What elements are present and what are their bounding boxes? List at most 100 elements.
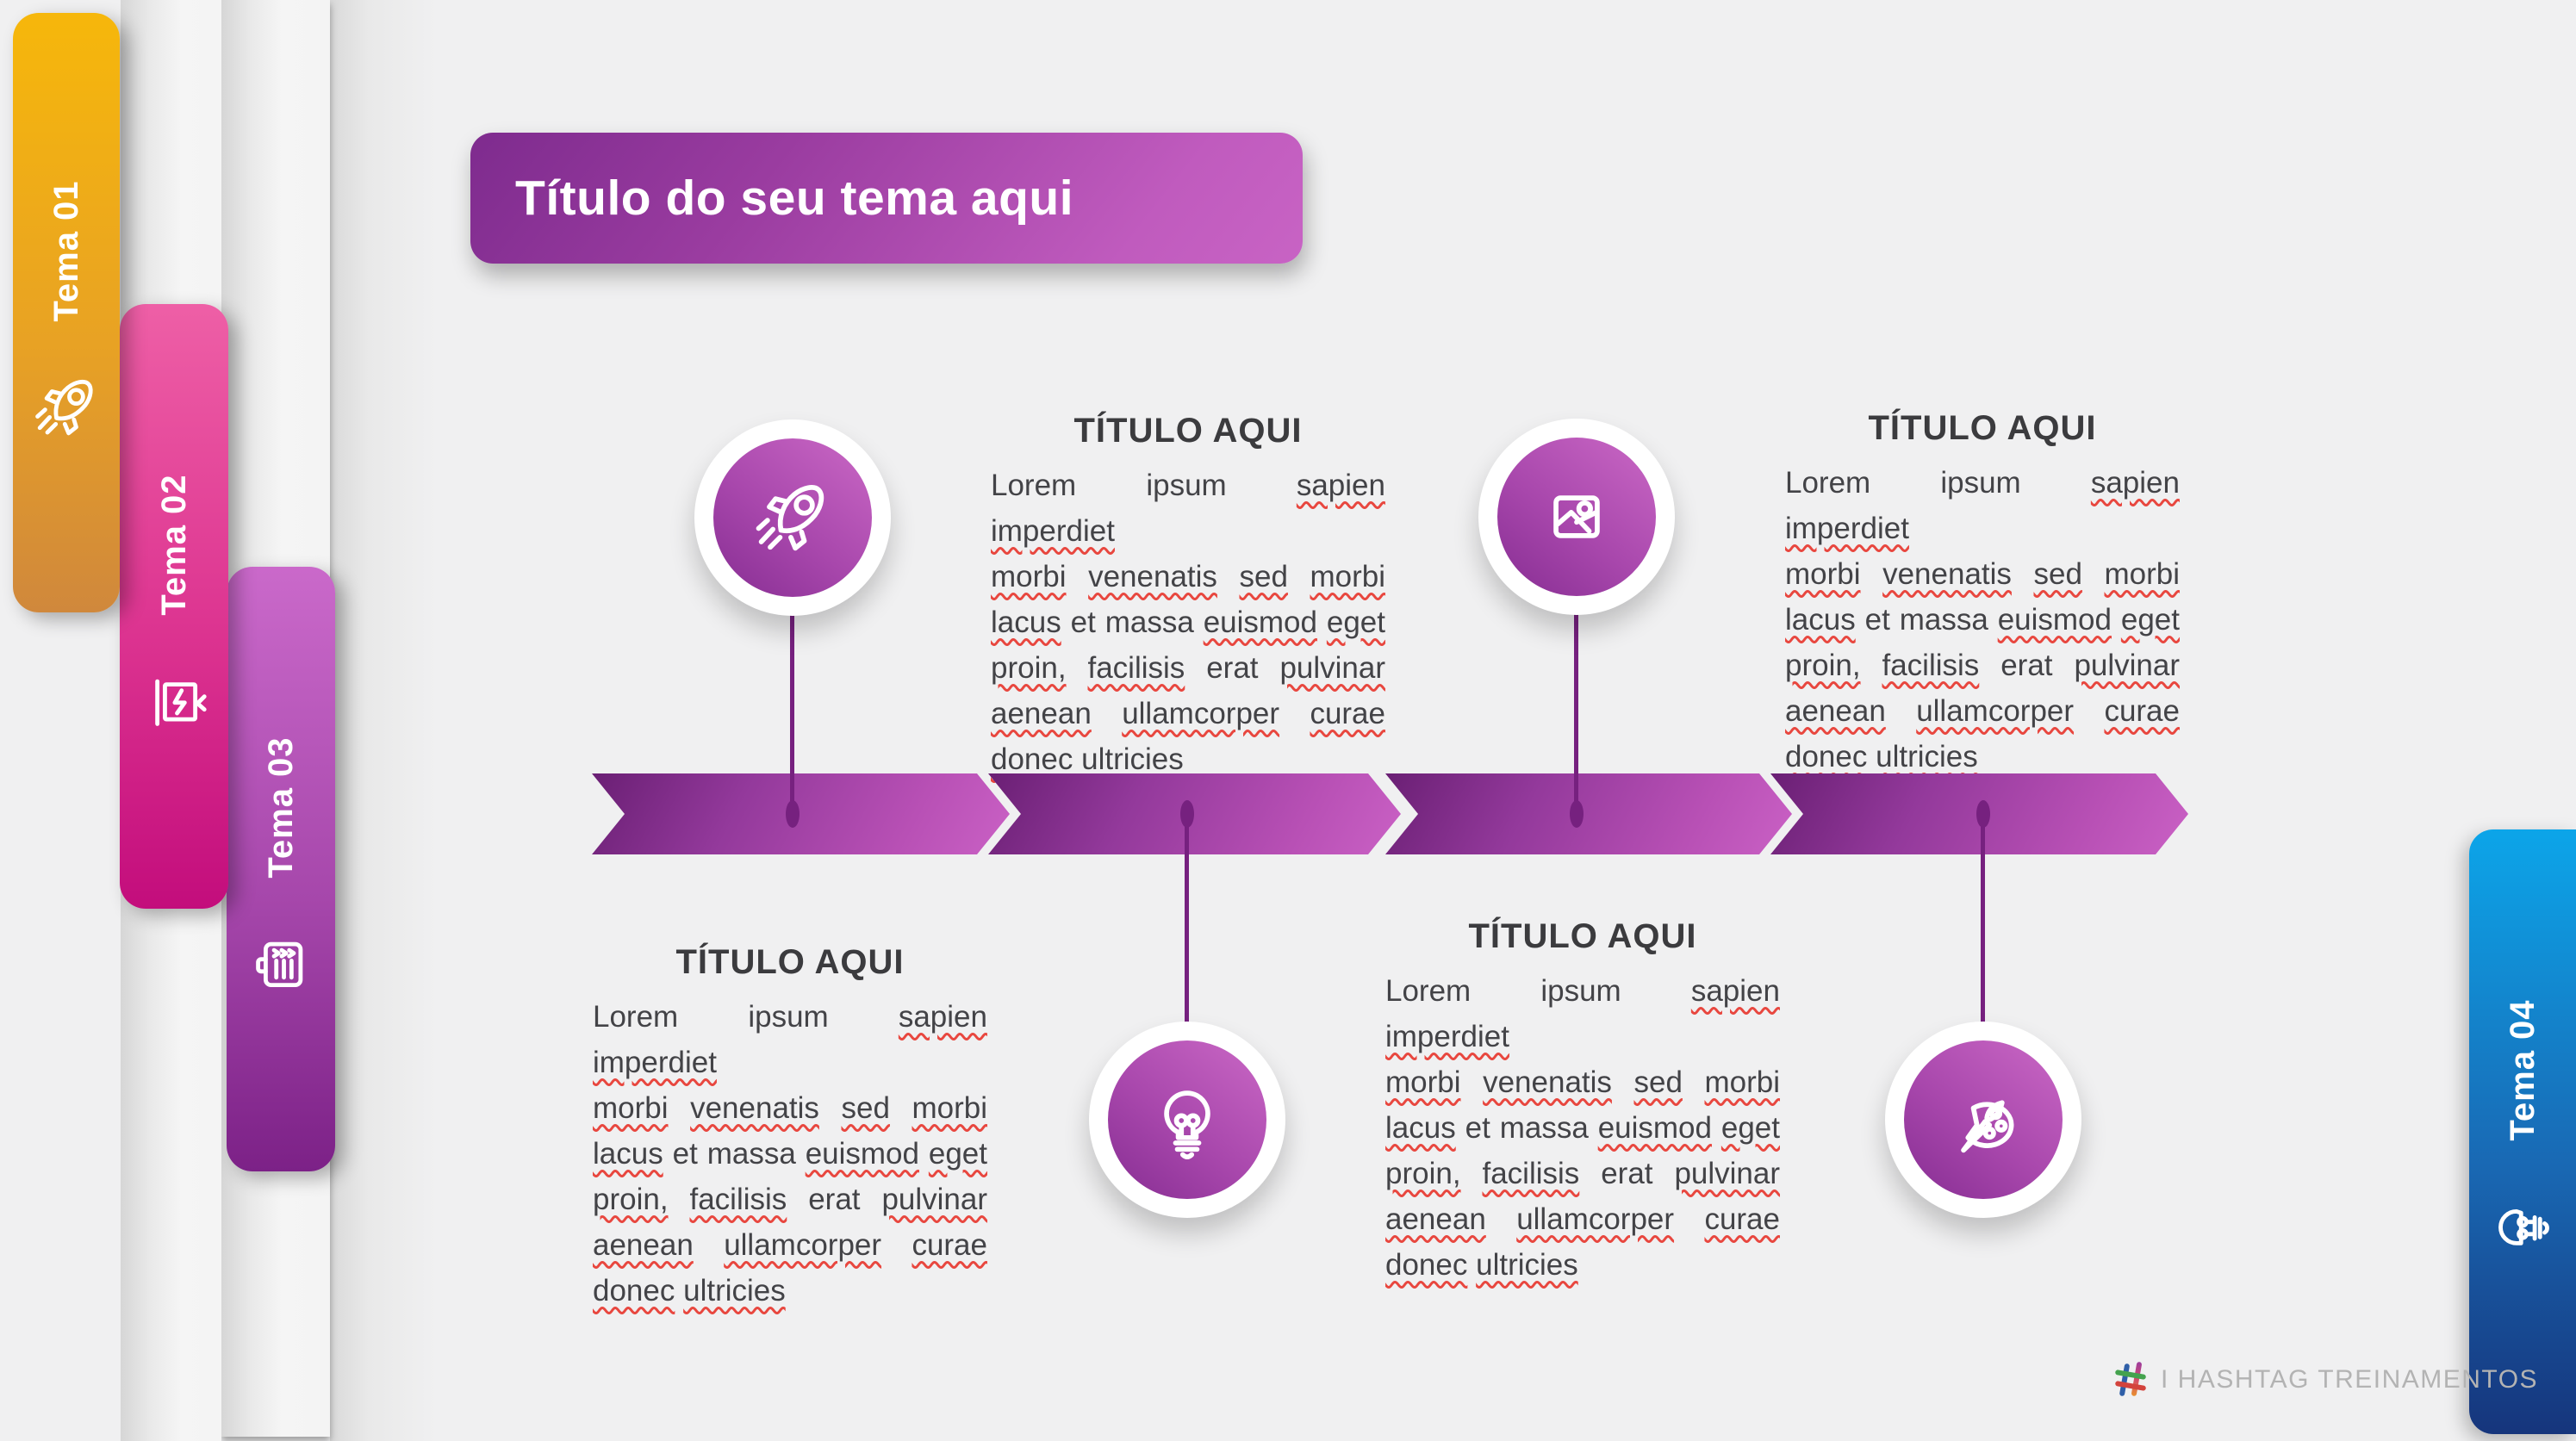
body-word: pulvinar — [1279, 651, 1386, 685]
body-word: curae — [1704, 1202, 1780, 1236]
body-line: lacus et massa euismod eget — [593, 1131, 987, 1177]
body-word: et — [1070, 606, 1096, 639]
body-word: venenatis — [1088, 560, 1217, 593]
tab-tema-04[interactable]: Tema 04 — [2469, 829, 2576, 1434]
body-word: donec — [593, 1274, 675, 1307]
body-line: donec ultricies — [991, 736, 1385, 782]
body-word: morbi — [593, 1091, 669, 1125]
milestone-circle-inner — [713, 438, 872, 597]
body-line: lacus et massa euismod eget — [1385, 1105, 1780, 1151]
palette-icon — [1961, 1100, 2014, 1153]
block-title: TÍTULO AQUI — [1073, 412, 1303, 450]
body-word: proin, — [991, 651, 1067, 685]
body-word: proin, — [593, 1183, 669, 1216]
body-word: morbi — [1310, 560, 1386, 593]
body-word: venenatis — [690, 1091, 819, 1125]
body-word: ullamcorper — [1516, 1202, 1675, 1236]
body-line: donec ultricies — [1785, 734, 2180, 780]
body-word: lacus — [593, 1137, 663, 1171]
connector-line — [1981, 821, 1985, 1023]
connector-line — [1185, 821, 1189, 1023]
body-word: morbi — [991, 560, 1067, 593]
body-word: ullamcorper — [724, 1228, 882, 1262]
milestone-circle-inner — [1904, 1040, 2063, 1199]
milestone-text-block-2: TÍTULO AQUI Lorem ipsum sapien imperdiet… — [593, 943, 987, 1314]
body-line: Lorem ipsum sapien imperdiet — [1385, 968, 1780, 1059]
body-line: proin, facilisis erat pulvinar — [1785, 643, 2180, 688]
milestone-circle-1 — [694, 419, 891, 616]
milestone-circle-3 — [1478, 419, 1675, 615]
body-line: morbi venenatis sed morbi — [1785, 551, 2180, 597]
body-word: ullamcorper — [1916, 694, 2075, 728]
body-word: eget — [2120, 603, 2180, 637]
body-line: morbi venenatis sed morbi — [593, 1085, 987, 1131]
body-word: sed — [2033, 557, 2082, 591]
timeline-segment-2 — [988, 773, 1401, 854]
body-word: ullamcorper — [1122, 697, 1280, 730]
body-word: morbi — [1385, 1065, 1461, 1099]
image-icon — [1553, 495, 1600, 538]
body-word: euismod — [1597, 1111, 1712, 1145]
body-word: imperdiet — [1385, 1020, 1509, 1053]
body-word: sed — [841, 1091, 890, 1125]
body-word: lacus — [1385, 1111, 1456, 1145]
body-line: proin, facilisis erat pulvinar — [991, 645, 1385, 691]
body-word: Lorem — [1785, 466, 1871, 500]
body-line: aenean ullamcorper curae — [991, 691, 1385, 736]
tab-tema-03[interactable]: Tema 03 — [227, 567, 335, 1171]
timeline-dot — [1570, 800, 1584, 828]
body-line: proin, facilisis erat pulvinar — [1385, 1151, 1780, 1196]
body-word: Lorem — [593, 1000, 679, 1034]
tab-label: Tema 02 — [154, 474, 193, 616]
body-line: donec ultricies — [593, 1268, 987, 1314]
body-word: euismod — [1203, 606, 1317, 639]
body-word: ipsum — [1146, 469, 1227, 502]
body-word: facilisis — [1482, 1157, 1580, 1190]
body-word: ultricies — [1876, 740, 1978, 773]
body-line: Lorem ipsum sapien imperdiet — [1785, 460, 2180, 551]
body-word: eget — [1326, 606, 1385, 639]
block-title: TÍTULO AQUI — [675, 943, 905, 981]
lightbulb-icon — [1164, 1090, 1210, 1159]
lightbulb-side-icon — [2498, 1208, 2549, 1245]
tab-tema-01[interactable]: Tema 01 — [13, 13, 120, 612]
body-word: imperdiet — [1785, 512, 1909, 545]
tab-tema-02[interactable]: Tema 02 — [120, 304, 228, 909]
body-word: facilisis — [1882, 649, 1980, 682]
body-word: massa — [1499, 1111, 1589, 1145]
body-word: aenean — [991, 697, 1092, 730]
body-word: aenean — [1385, 1202, 1486, 1236]
milestone-circle-inner — [1497, 438, 1656, 596]
rocket-icon — [756, 485, 824, 551]
title-banner: Título do seu tema aqui — [470, 133, 1303, 264]
body-line: morbi venenatis sed morbi — [991, 554, 1385, 599]
body-word: massa — [1104, 606, 1194, 639]
body-word: proin, — [1385, 1157, 1461, 1190]
body-word: morbi — [2104, 557, 2181, 591]
body-word: euismod — [805, 1137, 919, 1171]
connector-line — [1574, 613, 1578, 807]
body-word: pulvinar — [881, 1183, 988, 1216]
timeline-dot — [786, 800, 800, 828]
body-word: facilisis — [689, 1183, 787, 1216]
body-word: erat — [1601, 1157, 1653, 1190]
body-word: donec — [991, 742, 1073, 776]
body-word: eget — [1720, 1111, 1780, 1145]
body-word: ipsum — [1540, 974, 1621, 1008]
footer-brand-text: I HASHTAG TREINAMENTOS — [2161, 1365, 2539, 1394]
block-title: TÍTULO AQUI — [1868, 409, 2097, 447]
body-word: et — [1864, 603, 1890, 637]
body-line: aenean ullamcorper curae — [593, 1222, 987, 1268]
milestone-text-block-4: TÍTULO AQUI Lorem ipsum sapien imperdiet… — [1385, 917, 1780, 1288]
body-word: Lorem — [1385, 974, 1472, 1008]
timeline-segment-1 — [592, 773, 1010, 854]
body-word: donec — [1385, 1248, 1468, 1282]
slide-title: Título do seu tema aqui — [515, 171, 1074, 226]
body-word: Lorem — [991, 469, 1077, 502]
tab-label: Tema 04 — [2503, 999, 2542, 1141]
rocket-icon — [35, 379, 93, 435]
body-line: proin, facilisis erat pulvinar — [593, 1177, 987, 1222]
